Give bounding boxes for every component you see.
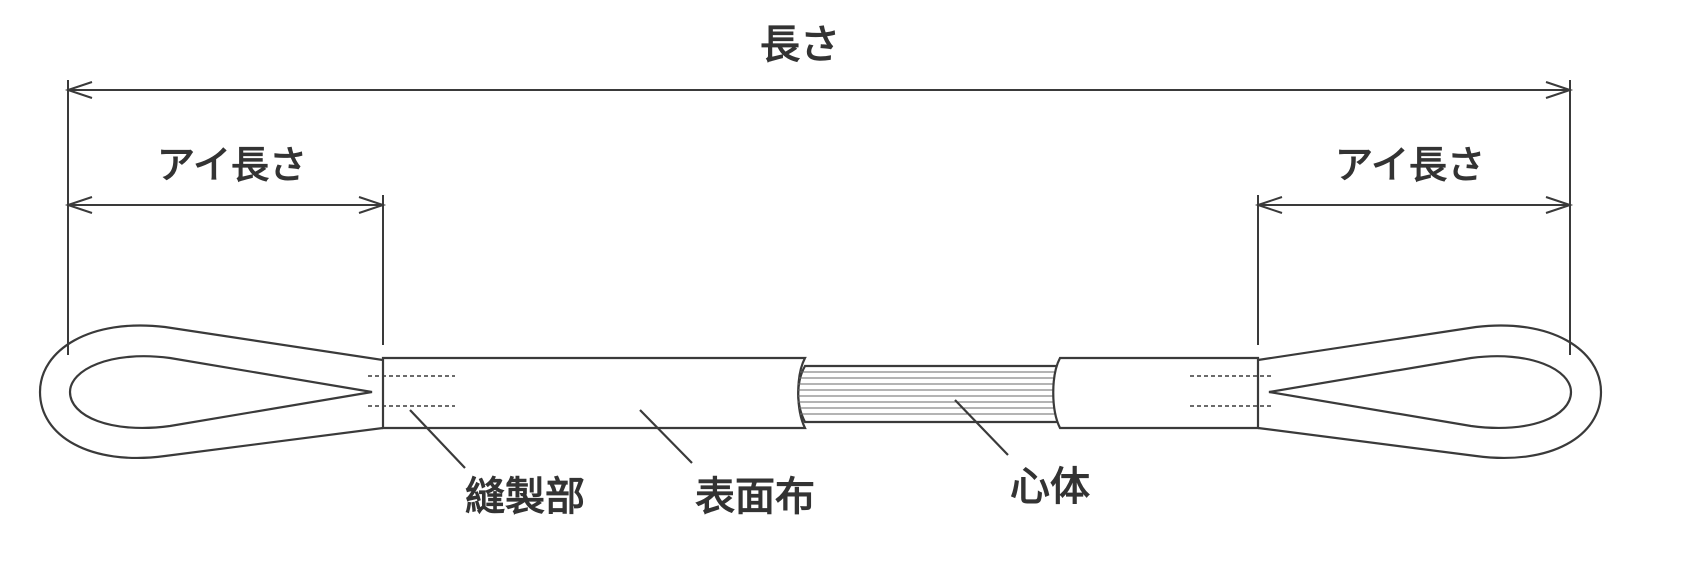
left-stitching xyxy=(368,375,455,407)
left-eye-outer xyxy=(38,324,384,460)
right-eye-length-label: アイ長さ xyxy=(1335,143,1485,187)
left-eye-length-dimension: アイ長さ xyxy=(64,143,387,345)
right-eye-outer xyxy=(1257,324,1603,460)
left-eye-length-label: アイ長さ xyxy=(157,143,307,187)
right-eye-loop xyxy=(1257,324,1603,460)
left-eye-right-arrowhead xyxy=(358,196,387,214)
total-length-left-arrowhead xyxy=(64,81,93,99)
surface-cloth-leader xyxy=(639,409,693,464)
left-eye-inner xyxy=(68,355,373,430)
left-eye-left-arrowhead xyxy=(64,196,93,214)
left-sleeve xyxy=(381,356,807,430)
total-length-label: 長さ xyxy=(760,22,840,68)
right-eye-inner xyxy=(1268,355,1573,430)
surface-cloth-label: 表面布 xyxy=(695,474,815,520)
total-length-dimension: 長さ xyxy=(64,22,1574,355)
right-eye-length-dimension: アイ長さ xyxy=(1254,143,1574,345)
right-sleeve xyxy=(1052,356,1260,430)
core-leader xyxy=(954,399,1009,456)
total-length-right-arrowhead xyxy=(1545,81,1574,99)
left-eye-loop xyxy=(38,324,384,460)
sewn-part-label: 縫製部 xyxy=(465,474,585,520)
core-fibers xyxy=(797,364,1062,424)
right-eye-left-arrowhead xyxy=(1254,196,1283,214)
right-eye-right-arrowhead xyxy=(1545,196,1574,214)
core-label: 心体 xyxy=(1010,464,1090,510)
sewn-part-leader xyxy=(409,409,466,469)
